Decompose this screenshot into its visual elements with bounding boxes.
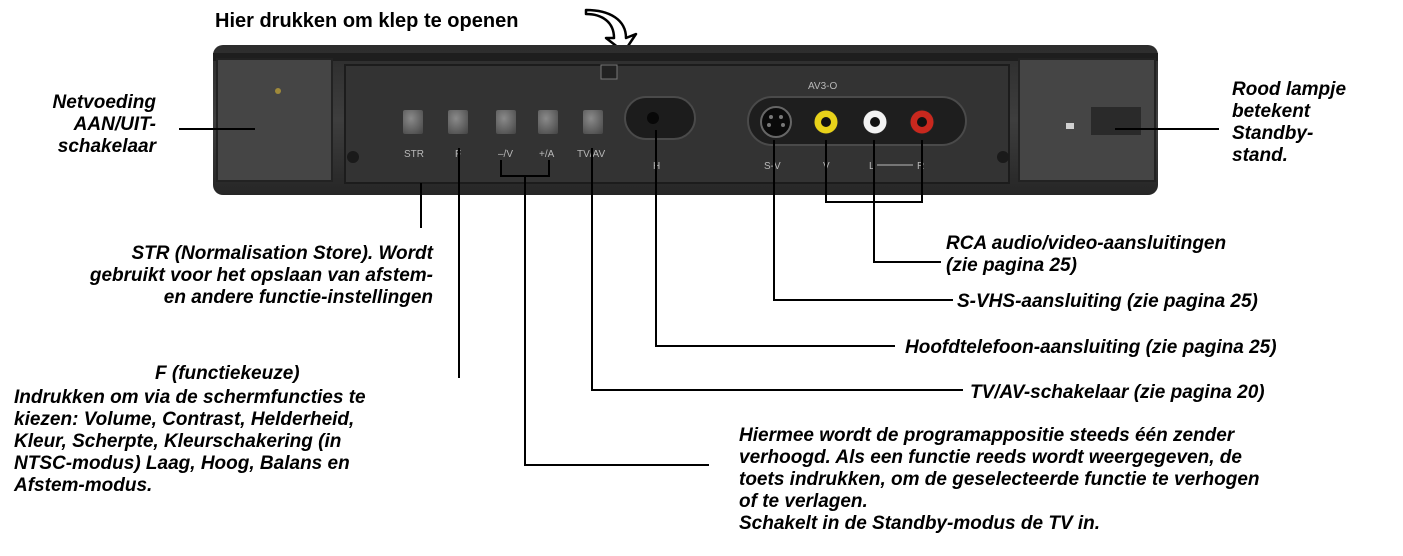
vminus-button-label: –/V [498,149,513,160]
rca-bracket-right [921,140,923,202]
rca-leader-h [873,261,941,263]
power-switch-flap[interactable] [216,58,333,182]
power-switch-leader [179,128,255,130]
standby-indicator [1066,123,1074,129]
str-leader [420,183,422,228]
tvav-button[interactable] [583,110,603,134]
svhs-leader-h [773,299,953,301]
str-button-label: STR [404,149,424,160]
function-description: Indrukken om via de schermfuncties te ki… [14,387,366,496]
svhs-label: S-VHS-aansluiting (zie pagina 25) [957,291,1258,312]
plusa-button-label: +/A [539,149,555,160]
standby-light-label: Rood lampje betekent Standby- stand. [1232,79,1347,166]
function-leader [458,148,460,378]
headphone-jack[interactable] [647,112,659,124]
rca-leader-v [873,140,875,262]
program-leader-v [524,175,526,465]
svhs-leader-v [773,140,775,300]
volume-plus-button[interactable] [538,110,558,134]
str-button[interactable] [403,110,423,134]
av-section-label: AV3-O [808,81,837,92]
headphone-label: Hoofdtelefoon-aansluiting (zie pagina 25… [905,337,1277,358]
function-title: F (functiekeuze) [155,363,300,384]
updown-bracket-right [548,160,550,176]
tvav-leader-h [591,389,963,391]
tv-front-panel: STR F –/V +/A TV/AV H AV3-O S-V V L R [213,45,1158,195]
tvav-label: TV/AV-schakelaar (zie pagina 20) [970,382,1265,403]
rca-bracket-left [825,140,827,202]
curved-arrow-icon [584,8,638,54]
program-description: Hiermee wordt de programappositie steeds… [739,425,1260,534]
str-label: STR (Normalisation Store). Wordt gebruik… [89,243,433,308]
r-jack-label: R [917,161,924,172]
svhs-jack[interactable] [760,106,792,138]
sv-jack-label: S-V [764,161,781,172]
flap-release-button[interactable] [600,64,618,80]
updown-bracket-left [500,160,502,176]
rca-label: RCA audio/video-aansluitingen (zie pagin… [946,233,1227,276]
tvav-leader-v [591,148,593,390]
headphone-leader-h [655,345,895,347]
f-button[interactable] [448,110,468,134]
standby-leader [1115,128,1219,130]
headphone-leader-v [655,130,657,346]
program-leader-h [524,464,709,466]
power-switch-label: Netvoeding AAN/UIT- schakelaar [52,92,156,157]
open-flap-label: Hier drukken om klep te openen [215,10,519,32]
l-jack-label: L [869,161,875,172]
volume-minus-button[interactable] [496,110,516,134]
